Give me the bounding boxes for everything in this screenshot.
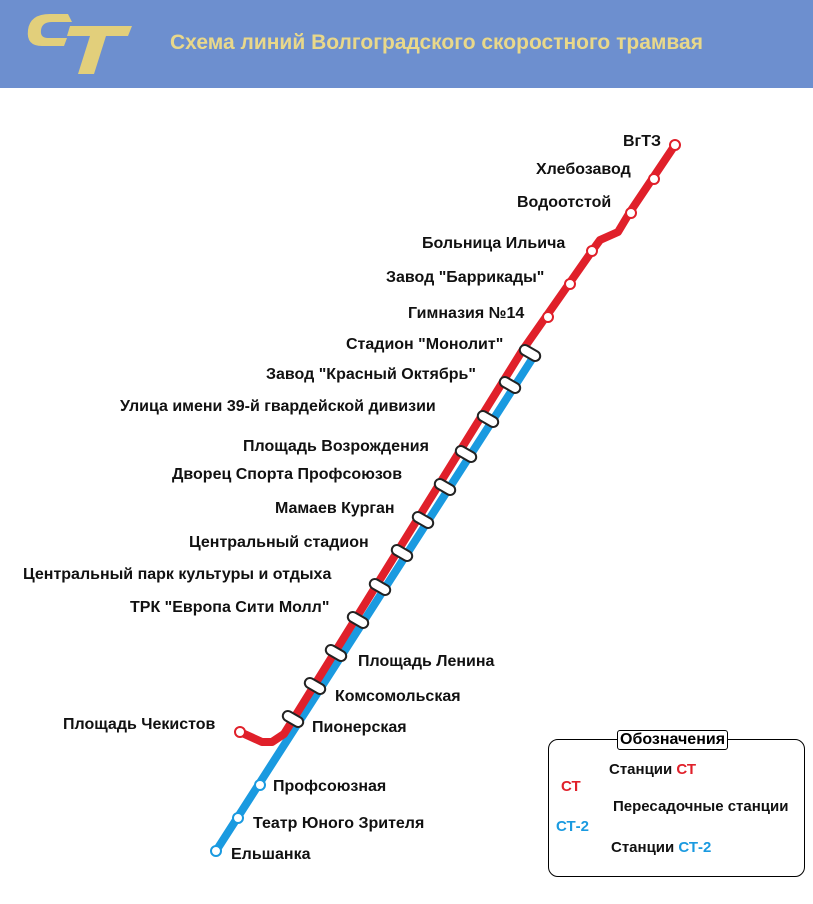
label-dvorets: Дворец Спорта Профсоюзов — [172, 466, 403, 483]
station-krasny[interactable] — [498, 375, 522, 395]
label-pionerskaya: Пионерская — [312, 719, 407, 736]
label-gvardeyskoy: Улица имени 39-й гвардейской дивизии — [120, 398, 436, 415]
station-khlebozavod[interactable] — [648, 173, 660, 185]
label-profsoyuznaya: Профсоюзная — [273, 778, 387, 795]
station-vozrozhdeniya[interactable] — [454, 444, 478, 464]
label-vodootstoy: Водоотстой — [517, 194, 612, 211]
legend-st2-row: Станции СТ-2 — [611, 839, 711, 857]
station-profsoyuznaya[interactable] — [254, 779, 266, 791]
legend-st-name: СТ — [676, 761, 697, 778]
label-krasny: Завод "Красный Октябрь" — [266, 366, 476, 383]
legend-title: Обозначения — [617, 730, 729, 750]
station-komsomolskaya[interactable] — [303, 676, 327, 696]
label-bolnitsa: Больница Ильича — [422, 235, 566, 252]
label-park: Центральный парк культуры и отдыха — [23, 566, 332, 583]
station-barrikady[interactable] — [564, 278, 576, 290]
label-trk: ТРК "Европа Сити Молл" — [130, 599, 330, 616]
station-mamaev[interactable] — [411, 510, 435, 530]
legend-st-prefix: Станции — [609, 761, 677, 778]
page-title: Схема линий Волгоградского скоростного т… — [170, 31, 703, 54]
station-elshanka[interactable] — [210, 845, 222, 857]
label-khlebozavod: Хлебозавод — [536, 161, 631, 178]
legend-st2-prefix: Станции — [611, 839, 679, 856]
station-dvorets[interactable] — [433, 477, 457, 497]
legend-line-st2-label: СТ-2 — [556, 818, 589, 835]
line-st2 — [212, 352, 538, 855]
station-monolit[interactable] — [518, 343, 542, 363]
label-tyuz: Театр Юного Зрителя — [253, 815, 425, 832]
label-gimnaziya: Гимназия №14 — [408, 305, 525, 322]
station-vgtz[interactable] — [669, 139, 681, 151]
legend-st2-name: СТ-2 — [678, 839, 712, 856]
station-tyuz[interactable] — [232, 812, 244, 824]
label-monolit: Стадион "Монолит" — [346, 336, 504, 353]
station-chekistov[interactable] — [234, 726, 246, 738]
label-chekistov: Площадь Чекистов — [63, 716, 216, 733]
transfer-stations — [281, 343, 542, 729]
station-trk[interactable] — [346, 610, 370, 630]
station-gimnaziya[interactable] — [542, 311, 554, 323]
legend-st-row: Станции СТ — [609, 761, 696, 779]
label-elshanka: Ельшанка — [231, 846, 311, 863]
station-pionerskaya[interactable] — [281, 709, 305, 729]
station-gvardeyskoy[interactable] — [476, 409, 500, 429]
station-tsentr-stadion[interactable] — [390, 543, 414, 563]
label-tsentr-stadion: Центральный стадион — [189, 534, 369, 551]
label-lenina: Площадь Ленина — [358, 653, 495, 670]
header-bar: Схема линий Волгоградского скоростного т… — [0, 0, 813, 88]
station-lenina[interactable] — [324, 643, 348, 663]
station-bolnitsa[interactable] — [586, 245, 598, 257]
station-vodootstoy[interactable] — [625, 207, 637, 219]
label-barrikady: Завод "Баррикады" — [386, 269, 545, 286]
station-park[interactable] — [368, 577, 392, 597]
label-komsomolskaya: Комсомольская — [335, 688, 461, 705]
legend-transfer-label: Пересадочные станции — [613, 798, 789, 815]
legend-box — [548, 739, 805, 877]
label-vgtz: ВгТЗ — [623, 133, 662, 150]
legend-line-st-label: СТ — [561, 778, 581, 795]
label-mamaev: Мамаев Курган — [275, 500, 395, 517]
label-vozrozhdeniya: Площадь Возрождения — [243, 438, 429, 455]
st-logo-icon — [27, 14, 132, 74]
